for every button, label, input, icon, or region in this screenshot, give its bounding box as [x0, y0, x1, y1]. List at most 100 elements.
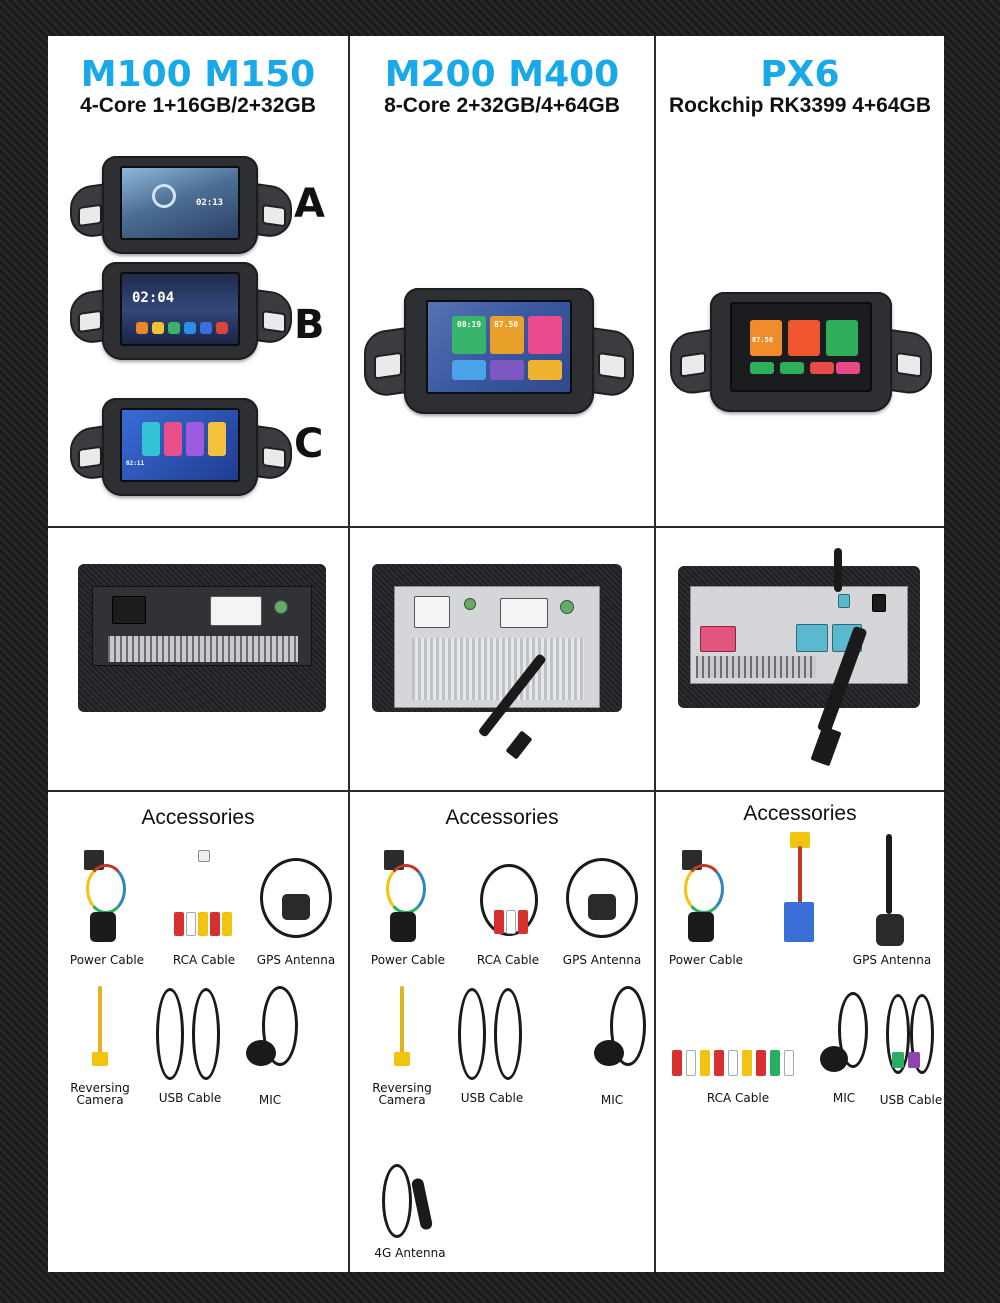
head-unit-variant-b: 02:04	[70, 262, 292, 362]
head-unit: 08:19 87.50	[364, 288, 634, 418]
accessories-heading: Accessories	[743, 802, 857, 825]
gps-antenna-icon	[866, 832, 916, 948]
screen-clock: 02:04	[132, 290, 175, 306]
accessory-usb-cable: USB Cable	[450, 982, 534, 1112]
accessory-harness	[766, 832, 836, 962]
accessory-label: USB Cable	[879, 1093, 943, 1107]
accessories-cell-3: Accessories Power Cable GPS Antenna	[656, 792, 944, 1272]
head-unit-variant-a: 02:13	[70, 156, 292, 256]
power-cable-icon	[80, 850, 134, 944]
model-cell-m200-m400: M200 M400 8-Core 2+32GB/4+64GB 08:19 87.…	[350, 36, 654, 526]
rear-chassis	[78, 564, 326, 712]
gps-antenna-icon	[564, 850, 640, 944]
accessory-label: MIC	[600, 1093, 624, 1107]
wiring-harness-icon	[776, 832, 826, 952]
radio-frequency: 87.50	[752, 336, 774, 344]
accessory-power-cable: Power Cable	[658, 846, 754, 966]
model-title: M200 M400	[384, 54, 620, 95]
accessory-gps-antenna: GPS Antenna	[248, 846, 344, 966]
accessory-gps-antenna: GPS Antenna	[554, 846, 650, 966]
usb-cable-icon	[882, 988, 940, 1088]
comparison-board: M100 M150 4-Core 1+16GB/2+32GB 02:13 A 0…	[48, 36, 944, 1272]
back-panel-cell-1	[48, 528, 348, 790]
accessory-usb-cable: USB Cable	[878, 988, 944, 1118]
head-unit-variant-c: 02:11	[70, 398, 292, 498]
accessories-heading: Accessories	[445, 806, 559, 829]
accessory-label: RCA Cable	[706, 1091, 770, 1105]
accessories-heading: Accessories	[141, 806, 255, 829]
screen: 02:13	[120, 166, 240, 240]
accessory-power-cable: Power Cable	[62, 846, 152, 966]
rear-chassis	[372, 564, 622, 712]
radio-frequency: 87.50	[494, 320, 519, 329]
model-spec: 8-Core 2+32GB/4+64GB	[384, 94, 620, 117]
column-divider-1	[348, 36, 350, 1272]
screen-clock: 02:13	[196, 198, 224, 208]
accessory-label: MIC	[832, 1091, 856, 1105]
accessory-label: Power Cable	[668, 953, 744, 967]
accessory-mic: MIC	[816, 988, 872, 1118]
model-title: M100 M150	[80, 54, 316, 95]
model-title: PX6	[760, 54, 840, 95]
accessories-cell-1: Accessories Power Cable RCA Cable	[48, 792, 348, 1272]
column-divider-2	[654, 36, 656, 1272]
model-spec: Rockchip RK3399 4+64GB	[668, 94, 932, 117]
accessory-4g-antenna: 4G Antenna	[360, 1152, 460, 1262]
power-cable-icon	[380, 850, 434, 944]
usb-cable-icon	[152, 982, 228, 1082]
accessories-cell-2: Accessories Power Cable RCA Cable	[350, 792, 654, 1272]
screen-clock: 02:11	[126, 460, 145, 467]
variant-label-c: C	[294, 421, 324, 467]
model-cell-m100-m150: M100 M150 4-Core 1+16GB/2+32GB 02:13 A 0…	[48, 36, 348, 526]
rca-cable-icon	[666, 990, 810, 1086]
screen-clock: 08:19	[457, 320, 482, 329]
variant-label-a: A	[294, 181, 325, 227]
accessory-gps-antenna: GPS Antenna	[842, 832, 942, 966]
back-panel-cell-3	[656, 528, 944, 790]
accessory-reversing-camera: Reversing Camera	[58, 982, 142, 1112]
accessory-label: Reversing Camera	[70, 1081, 130, 1107]
back-panel-cell-2	[350, 528, 654, 790]
accessory-label: MIC	[258, 1093, 282, 1107]
model-cell-px6: PX6 Rockchip RK3399 4+64GB 87.50	[656, 36, 944, 526]
accessory-usb-cable: USB Cable	[148, 982, 232, 1112]
rca-cable-icon	[174, 850, 234, 944]
head-unit: 87.50	[670, 292, 932, 416]
screen: 02:11	[120, 408, 240, 482]
accessory-label: RCA Cable	[476, 953, 540, 967]
model-spec: 4-Core 1+16GB/2+32GB	[80, 94, 316, 117]
accessory-label: GPS Antenna	[256, 953, 336, 967]
accessory-power-cable: Power Cable	[362, 846, 454, 966]
cable-plug	[505, 730, 533, 760]
reversing-camera-icon	[382, 982, 422, 1072]
antenna-rod	[834, 548, 842, 592]
rear-chassis	[678, 566, 920, 708]
accessory-mic: MIC	[580, 982, 654, 1112]
accessory-label: RCA Cable	[172, 953, 236, 967]
power-cable-icon	[678, 850, 732, 944]
accessory-rca-cable: RCA Cable	[662, 988, 814, 1118]
accessory-label: Power Cable	[370, 953, 446, 967]
variant-label-b: B	[294, 302, 325, 348]
row-divider-2	[48, 790, 944, 792]
accessory-label: 4G Antenna	[374, 1246, 446, 1260]
accessory-label: USB Cable	[158, 1091, 222, 1105]
4g-antenna-icon	[380, 1162, 440, 1242]
accessory-label: Power Cable	[69, 953, 145, 967]
screen: 08:19 87.50	[426, 300, 572, 394]
screen: 02:04	[120, 272, 240, 346]
accessory-label: GPS Antenna	[852, 953, 932, 967]
accessory-label: Reversing Camera	[372, 1081, 432, 1107]
screen: 87.50	[730, 302, 872, 392]
reversing-camera-icon	[80, 982, 120, 1072]
mic-icon	[236, 984, 304, 1084]
rca-cable-icon	[474, 850, 544, 944]
mic-icon	[816, 990, 872, 1086]
accessory-label: USB Cable	[460, 1091, 524, 1105]
accessory-reversing-camera: Reversing Camera	[360, 982, 444, 1112]
accessory-rca-cable: RCA Cable	[156, 846, 252, 966]
gps-antenna-icon	[258, 850, 334, 944]
cable-plug	[810, 725, 842, 767]
accessory-label: GPS Antenna	[562, 953, 642, 967]
accessory-mic: MIC	[232, 982, 308, 1112]
